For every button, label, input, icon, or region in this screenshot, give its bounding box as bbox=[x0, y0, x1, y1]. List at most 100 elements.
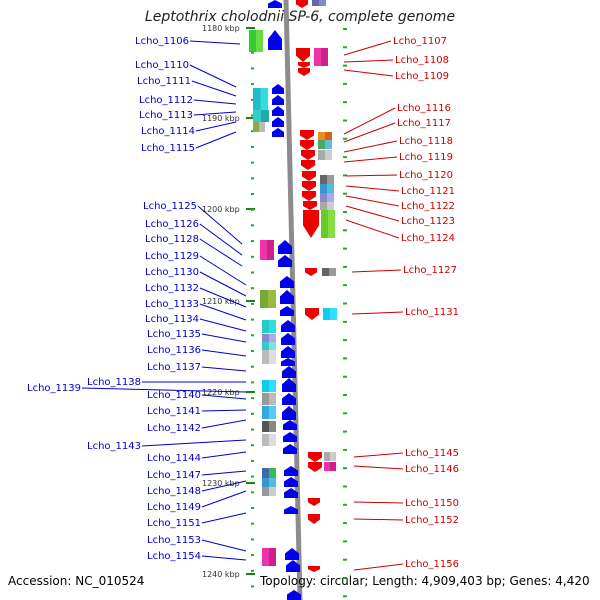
minor-tick-right bbox=[343, 82, 347, 85]
scale-label: 1180 kbp bbox=[202, 24, 240, 33]
feature-block bbox=[260, 88, 268, 110]
feature-block bbox=[256, 30, 263, 52]
feature-block bbox=[320, 184, 327, 193]
minor-tick-right bbox=[343, 540, 347, 543]
minor-tick-right bbox=[343, 375, 347, 378]
minor-tick-left bbox=[251, 365, 254, 368]
minor-tick-right bbox=[343, 211, 347, 213]
reverse-gene-arrow bbox=[298, 62, 310, 68]
forward-gene-arrow bbox=[280, 276, 294, 288]
forward-gene-arrow bbox=[278, 240, 292, 254]
forward-gene-arrow bbox=[286, 560, 300, 572]
gene-connector-left bbox=[189, 64, 237, 88]
gene-connector-left bbox=[199, 255, 247, 286]
feature-block bbox=[269, 487, 276, 496]
scale-tick bbox=[246, 391, 255, 393]
forward-gene-arrow bbox=[282, 406, 296, 420]
minor-tick-right bbox=[343, 101, 347, 104]
gene-label-left: Lcho_1134 bbox=[145, 314, 199, 325]
feature-block bbox=[327, 193, 334, 202]
gene-label-right: Lcho_1107 bbox=[393, 36, 447, 47]
feature-block bbox=[253, 88, 261, 110]
feature-block bbox=[262, 350, 269, 364]
forward-gene-arrow bbox=[272, 106, 284, 116]
reverse-gene-arrow bbox=[308, 566, 320, 572]
minor-tick-left bbox=[251, 193, 254, 195]
feature-block bbox=[262, 342, 269, 350]
gene-label-right: Lcho_1124 bbox=[401, 233, 455, 244]
minor-tick-right bbox=[343, 156, 347, 159]
forward-gene-arrow bbox=[282, 366, 296, 378]
minor-tick-right bbox=[343, 174, 347, 177]
gene-connector-left bbox=[201, 539, 247, 552]
forward-gene-arrow bbox=[281, 358, 295, 366]
minor-tick-left bbox=[251, 208, 254, 211]
gene-connector-left bbox=[201, 366, 247, 372]
minor-tick-left bbox=[251, 381, 254, 384]
scale-label: 1230 kbp bbox=[202, 479, 240, 488]
feature-block bbox=[253, 122, 259, 132]
scale-label: 1210 kbp bbox=[202, 297, 240, 306]
minor-tick-right bbox=[343, 28, 347, 30]
gene-connector-left bbox=[201, 451, 247, 459]
forward-gene-arrow bbox=[284, 506, 298, 514]
minor-tick-right bbox=[343, 265, 347, 268]
reverse-gene-arrow bbox=[301, 150, 315, 160]
feature-block bbox=[320, 193, 327, 202]
feature-block bbox=[260, 290, 268, 308]
forward-gene-arrow bbox=[281, 346, 295, 358]
gene-label-left: Lcho_1153 bbox=[147, 535, 201, 546]
gene-connector-left bbox=[81, 387, 247, 393]
gene-connector-left bbox=[201, 349, 247, 357]
feature-block bbox=[318, 150, 325, 160]
gene-label-right: Lcho_1108 bbox=[395, 55, 449, 66]
gene-connector-left bbox=[201, 333, 247, 343]
gene-connector-left bbox=[191, 80, 237, 97]
forward-gene-arrow bbox=[284, 466, 298, 476]
gene-connector-left bbox=[199, 238, 243, 267]
minor-tick-left bbox=[251, 334, 254, 337]
gene-label-left: Lcho_1106 bbox=[135, 36, 189, 47]
gene-label-left: Lcho_1144 bbox=[147, 453, 201, 464]
minor-tick-right bbox=[343, 229, 347, 232]
gene-connector-left bbox=[201, 470, 247, 476]
feature-block bbox=[322, 268, 329, 276]
gene-label-left: Lcho_1149 bbox=[147, 502, 201, 513]
minor-tick-left bbox=[251, 177, 254, 180]
gene-label-right: Lcho_1117 bbox=[397, 118, 451, 129]
gene-label-left: Lcho_1137 bbox=[147, 362, 201, 373]
feature-block bbox=[262, 434, 269, 446]
forward-gene-arrow bbox=[272, 128, 284, 137]
feature-block bbox=[330, 452, 336, 461]
feature-block bbox=[267, 240, 274, 260]
scale-tick bbox=[246, 482, 255, 484]
reverse-gene-arrow bbox=[296, 48, 310, 62]
feature-block bbox=[325, 140, 332, 149]
minor-tick-left bbox=[251, 255, 254, 258]
feature-block bbox=[269, 350, 276, 364]
topology-text: Topology: circular; Length: 4,909,403 bp… bbox=[260, 574, 590, 588]
minor-tick-right bbox=[343, 522, 347, 525]
minor-tick-right bbox=[343, 64, 347, 67]
gene-label-left: Lcho_1132 bbox=[145, 283, 199, 294]
reverse-gene-arrow bbox=[302, 171, 316, 181]
minor-tick-right bbox=[343, 320, 347, 323]
forward-gene-arrow bbox=[284, 488, 298, 498]
forward-gene-arrow bbox=[272, 117, 284, 127]
minor-tick-left bbox=[251, 51, 254, 54]
feature-block bbox=[262, 380, 269, 392]
forward-gene-arrow bbox=[282, 393, 296, 405]
reverse-gene-arrow bbox=[300, 140, 314, 150]
gene-label-right: Lcho_1118 bbox=[399, 136, 453, 147]
gene-connector-left bbox=[201, 419, 247, 429]
feature-block bbox=[328, 210, 335, 238]
gene-label-left: Lcho_1125 bbox=[143, 201, 197, 212]
minor-tick-right bbox=[343, 46, 347, 49]
gene-label-right: Lcho_1123 bbox=[401, 216, 455, 227]
feature-block bbox=[262, 393, 269, 405]
gene-connector-right bbox=[353, 518, 404, 521]
feature-block bbox=[320, 175, 327, 184]
gene-label-left: Lcho_1115 bbox=[141, 143, 195, 154]
feature-block bbox=[320, 202, 327, 210]
gene-connector-left bbox=[193, 99, 237, 105]
